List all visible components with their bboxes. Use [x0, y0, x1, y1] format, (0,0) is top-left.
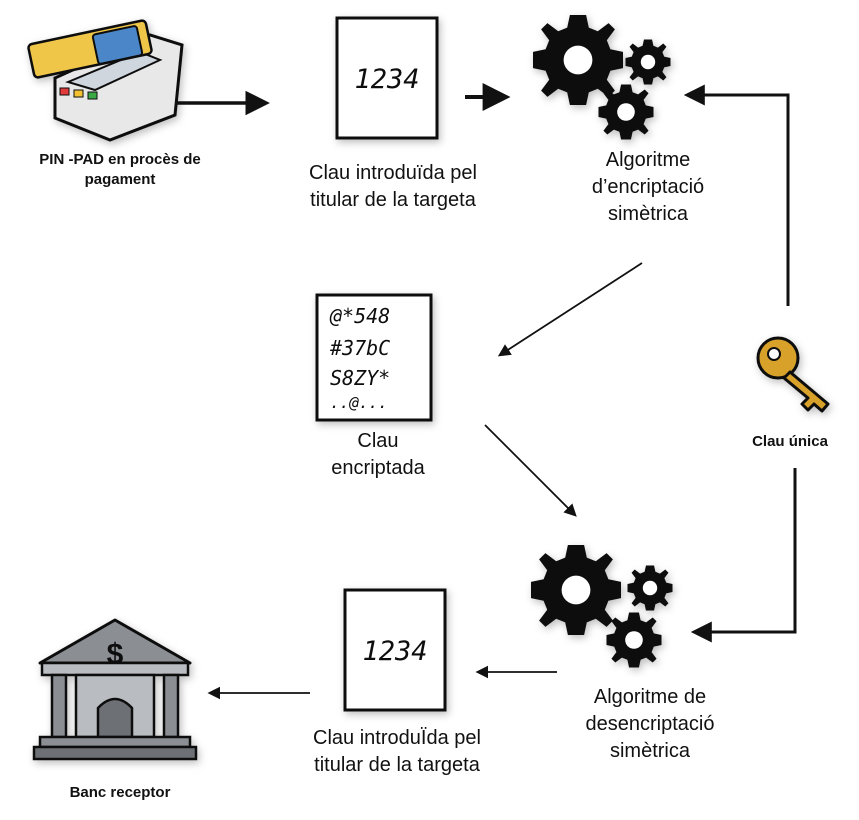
card-key-top-label: Clau introduïda pel titular de la target…	[283, 160, 503, 214]
pinpad-label-line: PIN -PAD en procès de	[20, 150, 220, 170]
decryption-algorithm-label: Algoritme de desencriptació simètrica	[555, 684, 745, 765]
key-icon	[758, 338, 828, 411]
encrypted-key-label-line: encriptada	[298, 455, 458, 482]
pinpad-icon	[28, 20, 182, 140]
encrypted-key-label-line: Clau	[298, 428, 458, 455]
pin-card-bottom: 1234	[345, 590, 445, 710]
cipher-line: @*548	[329, 304, 390, 328]
unique-key-label: Clau única	[735, 432, 845, 452]
cipher-line: #37bC	[329, 336, 390, 360]
card-key-bottom-label-line: titular de la targeta	[287, 752, 507, 779]
encryption-gears-icon	[533, 15, 671, 140]
pinpad-label: PIN -PAD en procès de pagament	[20, 150, 220, 189]
arrow-key-to-decryption	[695, 468, 795, 632]
pin-card-top: 1234	[337, 18, 437, 138]
pinpad-label-line: pagament	[20, 170, 220, 190]
decryption-algorithm-label-line: desencriptació	[555, 711, 745, 738]
encryption-algorithm-label-line: d’encriptació	[558, 174, 738, 201]
card-key-bottom-label: Clau introduÏda pel titular de la target…	[287, 725, 507, 779]
decryption-algorithm-label-line: Algoritme de	[555, 684, 745, 711]
arrow-encryption-to-cipher	[500, 263, 642, 355]
card-key-top-label-line: Clau introduïda pel	[283, 160, 503, 187]
card-key-top-label-line: titular de la targeta	[283, 187, 503, 214]
encrypted-card: @*548 #37bC S8ZY* ..@...	[317, 295, 431, 420]
encryption-algorithm-label-line: simètrica	[558, 201, 738, 228]
pin-card-top-value: 1234	[354, 64, 419, 95]
cipher-line: ..@...	[330, 393, 388, 412]
encryption-algorithm-label: Algoritme d’encriptació simètrica	[558, 147, 738, 228]
decryption-gears-icon	[531, 545, 673, 668]
cipher-line: S8ZY*	[330, 366, 390, 390]
decryption-algorithm-label-line: simètrica	[555, 738, 745, 765]
bank-label: Banc receptor	[50, 783, 190, 803]
bank-icon: $	[34, 620, 196, 759]
encryption-algorithm-label-line: Algoritme	[558, 147, 738, 174]
arrow-cipher-to-decryption	[485, 425, 575, 515]
encrypted-key-label: Clau encriptada	[298, 428, 458, 482]
pin-card-bottom-value: 1234	[362, 636, 427, 667]
card-key-bottom-label-line: Clau introduÏda pel	[287, 725, 507, 752]
